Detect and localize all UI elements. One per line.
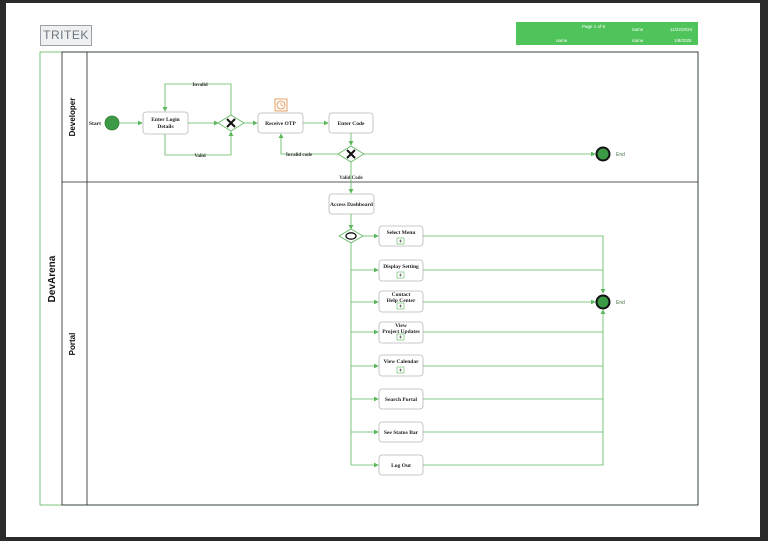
subprocess-select-menu[interactable] xyxy=(378,225,424,247)
subprocess-contact-help-center[interactable] xyxy=(378,290,424,313)
task-label: Receive OTP xyxy=(265,121,296,127)
flow-label-invalid: Invalid xyxy=(192,83,208,88)
task-label: Search Portal xyxy=(385,397,418,403)
task-label: Log Out xyxy=(391,463,411,469)
flow-arrow-invalid-code xyxy=(278,133,338,155)
task-label: View xyxy=(395,323,407,329)
task-enter-login-details[interactable] xyxy=(142,111,189,135)
start-event[interactable] xyxy=(104,115,120,131)
page-number: Page 1 of 8 xyxy=(582,24,606,29)
task-label: Access Dashboard xyxy=(330,202,373,208)
task-label: See Status Bar xyxy=(384,430,419,436)
flow-arrow-valid xyxy=(164,131,234,156)
exclusive-gateway[interactable] xyxy=(337,145,365,163)
pool-frame xyxy=(39,51,699,506)
info-name-label: name xyxy=(632,27,644,32)
timer-icon xyxy=(274,98,288,112)
task-access-dashboard[interactable] xyxy=(328,193,375,215)
flow-label-invalid-code: Invalid code xyxy=(286,153,313,158)
end-label: End xyxy=(616,152,625,158)
info-name-label: name xyxy=(632,38,644,43)
company-logo: TRITEK xyxy=(40,25,92,46)
task-label: Help Center xyxy=(387,298,416,304)
inclusive-gateway[interactable] xyxy=(338,228,364,244)
task-label: View Calendar xyxy=(383,359,419,365)
end-event[interactable] xyxy=(595,146,611,162)
lane-title-developer: Developer xyxy=(68,98,77,137)
flow-label-valid: Valid xyxy=(194,154,205,159)
lane-title-portal: Portal xyxy=(68,333,77,356)
end-event[interactable] xyxy=(595,294,611,310)
document-info-block: Page 1 of 8 name 11/22/2024 name name 1/… xyxy=(516,22,698,45)
subprocess-view-calendar[interactable] xyxy=(378,354,424,377)
subprocess-display-setting[interactable] xyxy=(378,259,424,282)
task-label: Project Updates xyxy=(382,329,420,335)
flow-arrow xyxy=(423,309,606,466)
info-name-label: name xyxy=(556,38,568,43)
info-date: 1/8/2025 xyxy=(674,38,692,43)
task-label: Details xyxy=(157,124,173,130)
task-label: Select Menu xyxy=(387,230,416,236)
task-label: Display Setting xyxy=(383,264,419,270)
task-label: Enter Code xyxy=(338,121,365,127)
task-label: Enter Login xyxy=(151,117,179,123)
info-date: 11/22/2024 xyxy=(670,27,693,32)
flow-label-valid-code: Valid Code xyxy=(339,176,363,181)
flow-arrow-invalid xyxy=(162,83,232,115)
subprocess-view-project-updates[interactable] xyxy=(378,321,424,344)
exclusive-gateway[interactable] xyxy=(217,114,245,132)
end-label: End xyxy=(616,300,625,306)
pool-title: DevArena xyxy=(47,255,58,302)
task-label: Contact xyxy=(392,292,411,298)
start-label: Start xyxy=(89,121,101,127)
flow-arrow xyxy=(423,235,606,294)
